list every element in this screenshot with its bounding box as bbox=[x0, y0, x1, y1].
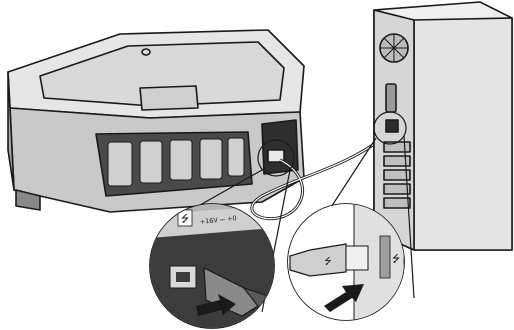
printer bbox=[8, 30, 304, 212]
computer-port-inset: ⭍ ⭍ bbox=[288, 204, 404, 320]
tower-front bbox=[414, 18, 512, 250]
tower-usb-port bbox=[386, 120, 398, 132]
computer-tower bbox=[374, 2, 512, 250]
plug-usb-symbol: ⭍ bbox=[324, 256, 332, 267]
tower-usb-symbol: ⭍ bbox=[392, 253, 400, 265]
tower-serial-port bbox=[386, 84, 396, 112]
port-usb-symbol: ⭍ bbox=[181, 213, 189, 225]
paper-tray-tab bbox=[140, 86, 198, 110]
